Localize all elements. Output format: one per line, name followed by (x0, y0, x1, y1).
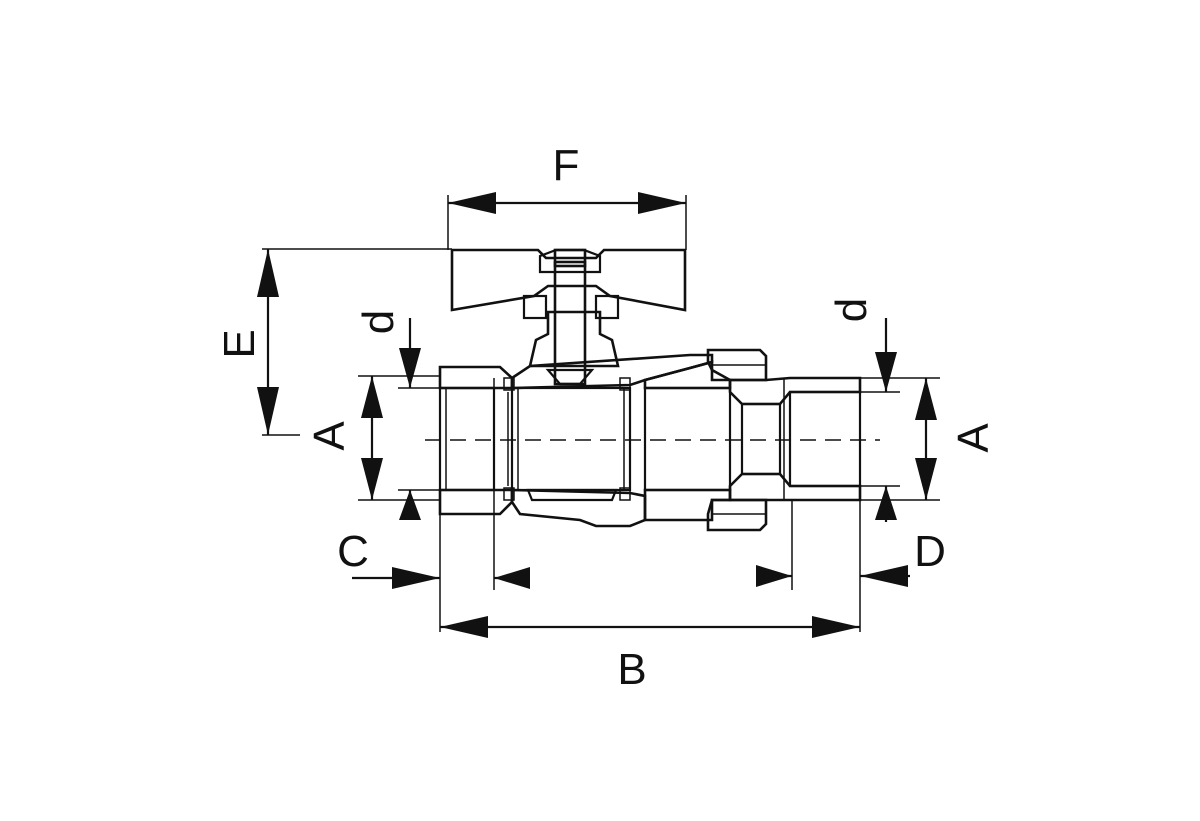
label-A-right: A (949, 423, 998, 453)
label-C: C (337, 527, 369, 576)
dimension-labels: F E d A d A C D B (215, 141, 998, 694)
label-E: E (215, 329, 264, 358)
left-end-bore (438, 386, 496, 492)
dimensions (257, 192, 940, 638)
lower-insert (526, 488, 618, 502)
seal-upper-left (503, 377, 515, 391)
stem-nut-right (594, 294, 620, 320)
seal-upper-right (619, 377, 631, 391)
tail-bore (643, 386, 732, 492)
label-D: D (914, 527, 946, 576)
stem-nut-left (522, 294, 548, 320)
left-end-lower-wall (438, 488, 514, 516)
label-B: B (617, 645, 646, 694)
seal-lower-left (503, 487, 515, 501)
body-upper-wall (510, 353, 714, 390)
outlet-bore (788, 390, 862, 488)
union-nut-lower (706, 498, 768, 532)
valve-body (425, 248, 880, 532)
stem-bonnet (528, 310, 620, 368)
label-d-left: d (354, 310, 403, 334)
butterfly-handle (450, 248, 687, 312)
seal-lower-right (619, 487, 631, 501)
left-end-upper-wall (438, 365, 514, 390)
union-inner-bore (740, 402, 782, 476)
tail-lower-wall (643, 488, 732, 522)
label-d-right: d (827, 298, 876, 322)
label-A-left: A (305, 421, 354, 451)
ball-cavity (510, 386, 632, 492)
tail-upper-wall (643, 360, 732, 390)
label-F: F (553, 141, 580, 190)
body-lower-wall (510, 488, 647, 528)
ball-slot (545, 368, 595, 386)
